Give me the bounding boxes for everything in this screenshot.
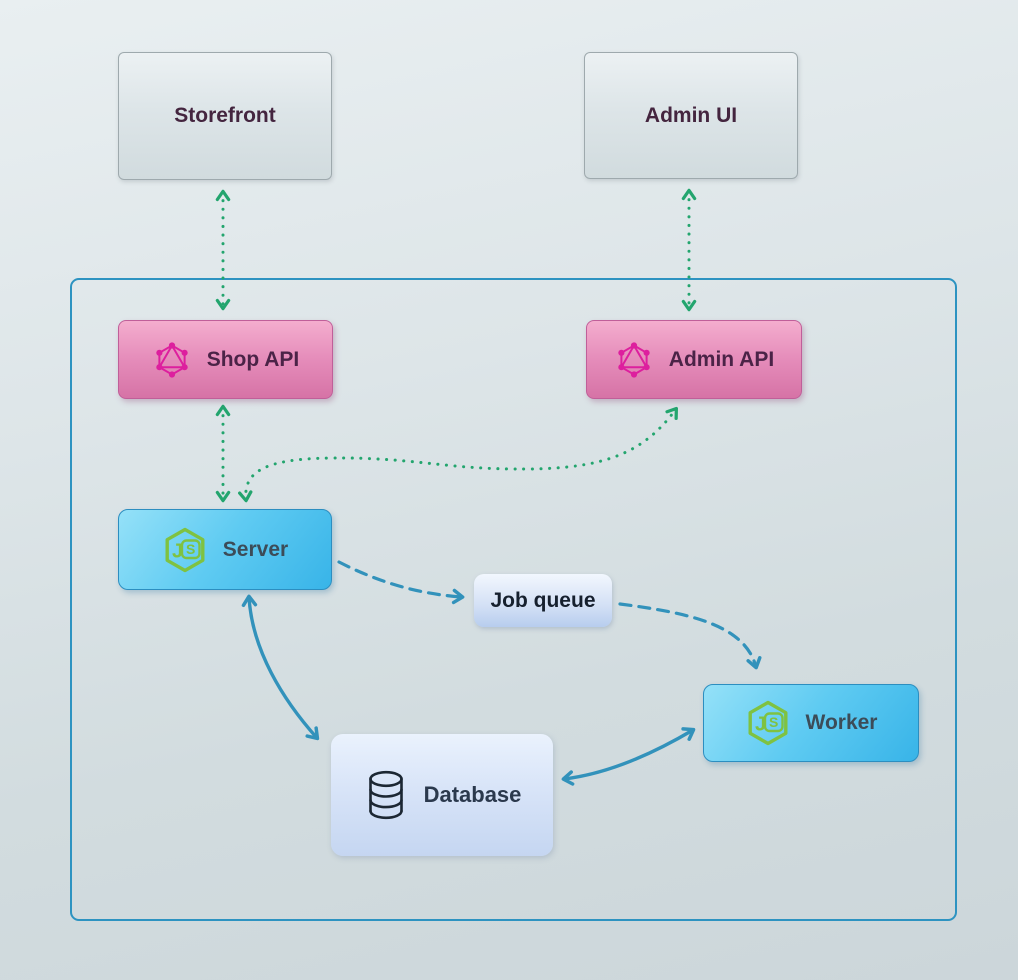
edge-database-worker: [561, 727, 696, 786]
graphql-icon: [152, 340, 192, 380]
database-icon: [363, 768, 409, 822]
svg-text:S: S: [769, 714, 778, 730]
node-job-queue: Job queue: [474, 574, 612, 627]
edge-job-queue-worker: [618, 602, 762, 670]
edge-server-admin-api: [238, 406, 678, 503]
node-admin-ui: Admin UI: [584, 52, 798, 179]
node-database-label: Database: [423, 782, 522, 807]
edge-server-job-queue: [337, 560, 465, 605]
node-server-label: Server: [222, 537, 289, 561]
node-worker-label: Worker: [805, 711, 878, 734]
node-job-queue-label: Job queue: [490, 588, 596, 612]
nodejs-icon: J S: [745, 699, 791, 747]
nodejs-icon: J S: [162, 526, 208, 574]
svg-text:J: J: [755, 714, 766, 736]
node-shop-api-label: Shop API: [206, 347, 300, 371]
svg-text:J: J: [172, 540, 183, 562]
node-admin-api-label: Admin API: [668, 347, 775, 371]
node-admin-ui-label: Admin UI: [644, 103, 738, 127]
node-admin-api: Admin API: [586, 320, 802, 399]
node-storefront: Storefront: [118, 52, 332, 180]
node-shop-api: Shop API: [118, 320, 333, 399]
backend-container-box: [70, 278, 957, 921]
node-server: J S Server: [118, 509, 332, 590]
node-worker: J S Worker: [703, 684, 919, 762]
node-storefront-label: Storefront: [174, 104, 276, 127]
graphql-icon: [614, 340, 654, 380]
edge-server-database: [241, 594, 320, 741]
svg-text:S: S: [186, 541, 195, 557]
node-database: Database: [331, 734, 553, 856]
